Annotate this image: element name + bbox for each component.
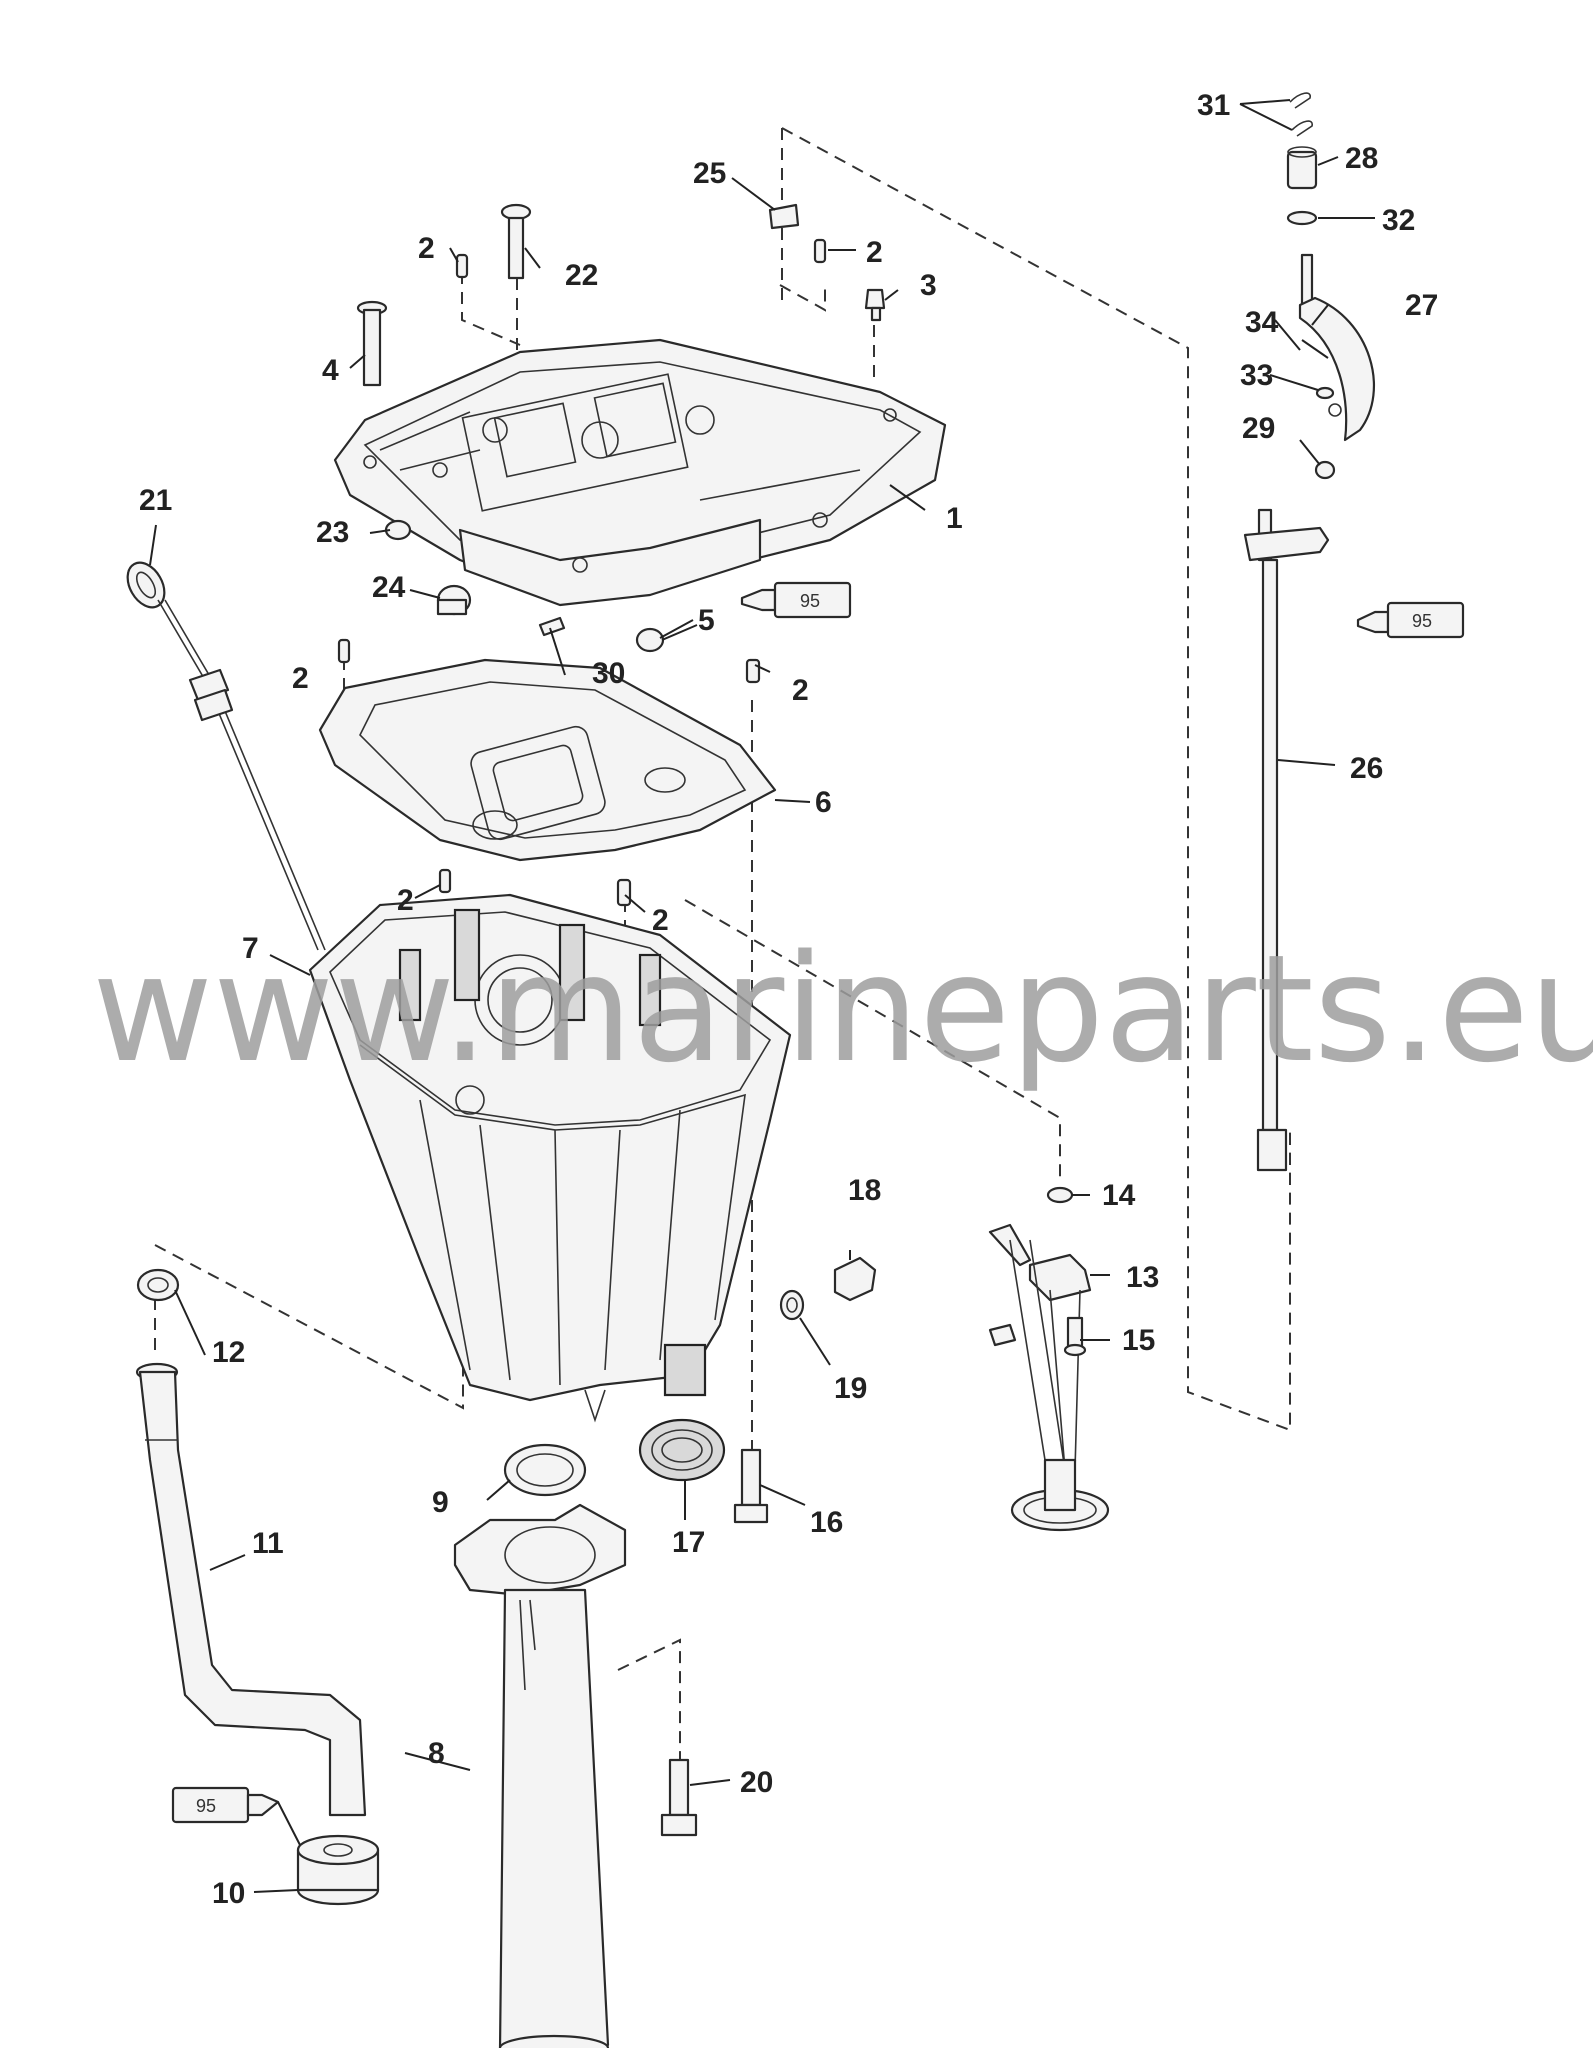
callout-2: 2: [292, 662, 309, 695]
callout-25: 25: [693, 157, 726, 190]
sealant-tube-3: 95: [171, 1786, 280, 1824]
sealant-tube-1: 95: [740, 581, 852, 619]
pickup-tube-part-11: [135, 1362, 367, 1817]
exhaust-tube-part-8: [453, 1503, 627, 2048]
callout-22: 22: [565, 259, 598, 292]
callout-19: 19: [834, 1372, 867, 1405]
callout-7: 7: [242, 932, 259, 965]
sealant-tube-label: 95: [196, 1796, 216, 1816]
shift-lever-part-27: [1298, 253, 1375, 442]
callout-5: 5: [698, 604, 715, 637]
callout-2: 2: [792, 674, 809, 707]
sealant-tube-label: 95: [1412, 611, 1432, 631]
callout-13: 13: [1126, 1261, 1159, 1294]
small-hardware: [136, 92, 1336, 1906]
callout-24: 24: [372, 571, 406, 604]
callout-2: 2: [397, 884, 414, 917]
callout-17: 17: [672, 1526, 705, 1559]
callout-numbers: 1 2 2 2 2 2 2 3 4 5 6 7 8 9 10 11 12 13 …: [139, 89, 1438, 1910]
shift-rod-part-26: [1243, 508, 1330, 1172]
pickup-screen-part-13: [988, 1223, 1110, 1532]
callout-33: 33: [1240, 359, 1273, 392]
callout-2: 2: [866, 236, 883, 269]
callout-20: 20: [740, 1766, 773, 1799]
callout-4: 4: [322, 354, 339, 387]
callout-11: 11: [252, 1527, 284, 1560]
callout-9: 9: [432, 1486, 449, 1519]
oil-pan-part-7: [308, 893, 792, 1423]
callout-28: 28: [1345, 142, 1378, 175]
callout-3: 3: [920, 269, 937, 302]
callout-10: 10: [212, 1877, 245, 1910]
callout-27: 27: [1405, 289, 1438, 322]
callout-18: 18: [848, 1174, 881, 1207]
callout-14: 14: [1102, 1179, 1136, 1212]
callout-30: 30: [592, 657, 625, 690]
callout-6: 6: [815, 786, 832, 819]
callout-26: 26: [1350, 752, 1383, 785]
callout-2: 2: [418, 232, 435, 265]
callout-2: 2: [652, 904, 669, 937]
sealant-tube-2: 95: [1356, 601, 1465, 639]
callout-21: 21: [139, 484, 172, 517]
callout-16: 16: [810, 1506, 843, 1539]
callout-1: 1: [946, 502, 963, 535]
adapter-plate-part-1: [333, 338, 947, 607]
callout-8: 8: [428, 1737, 445, 1770]
dipstick-part-21: [126, 561, 326, 951]
sealant-tube-label: 95: [800, 591, 820, 611]
callout-34: 34: [1245, 306, 1279, 339]
leader-lines: [149, 99, 1375, 1893]
callout-29: 29: [1242, 412, 1275, 445]
watermark-text: www.marineparts.eu: [92, 923, 1593, 1095]
callout-32: 32: [1382, 204, 1415, 237]
gasket-part-6: [318, 658, 777, 862]
callout-23: 23: [316, 516, 349, 549]
callout-31: 31: [1197, 89, 1230, 122]
callout-12: 12: [212, 1336, 245, 1369]
callout-15: 15: [1122, 1324, 1155, 1357]
